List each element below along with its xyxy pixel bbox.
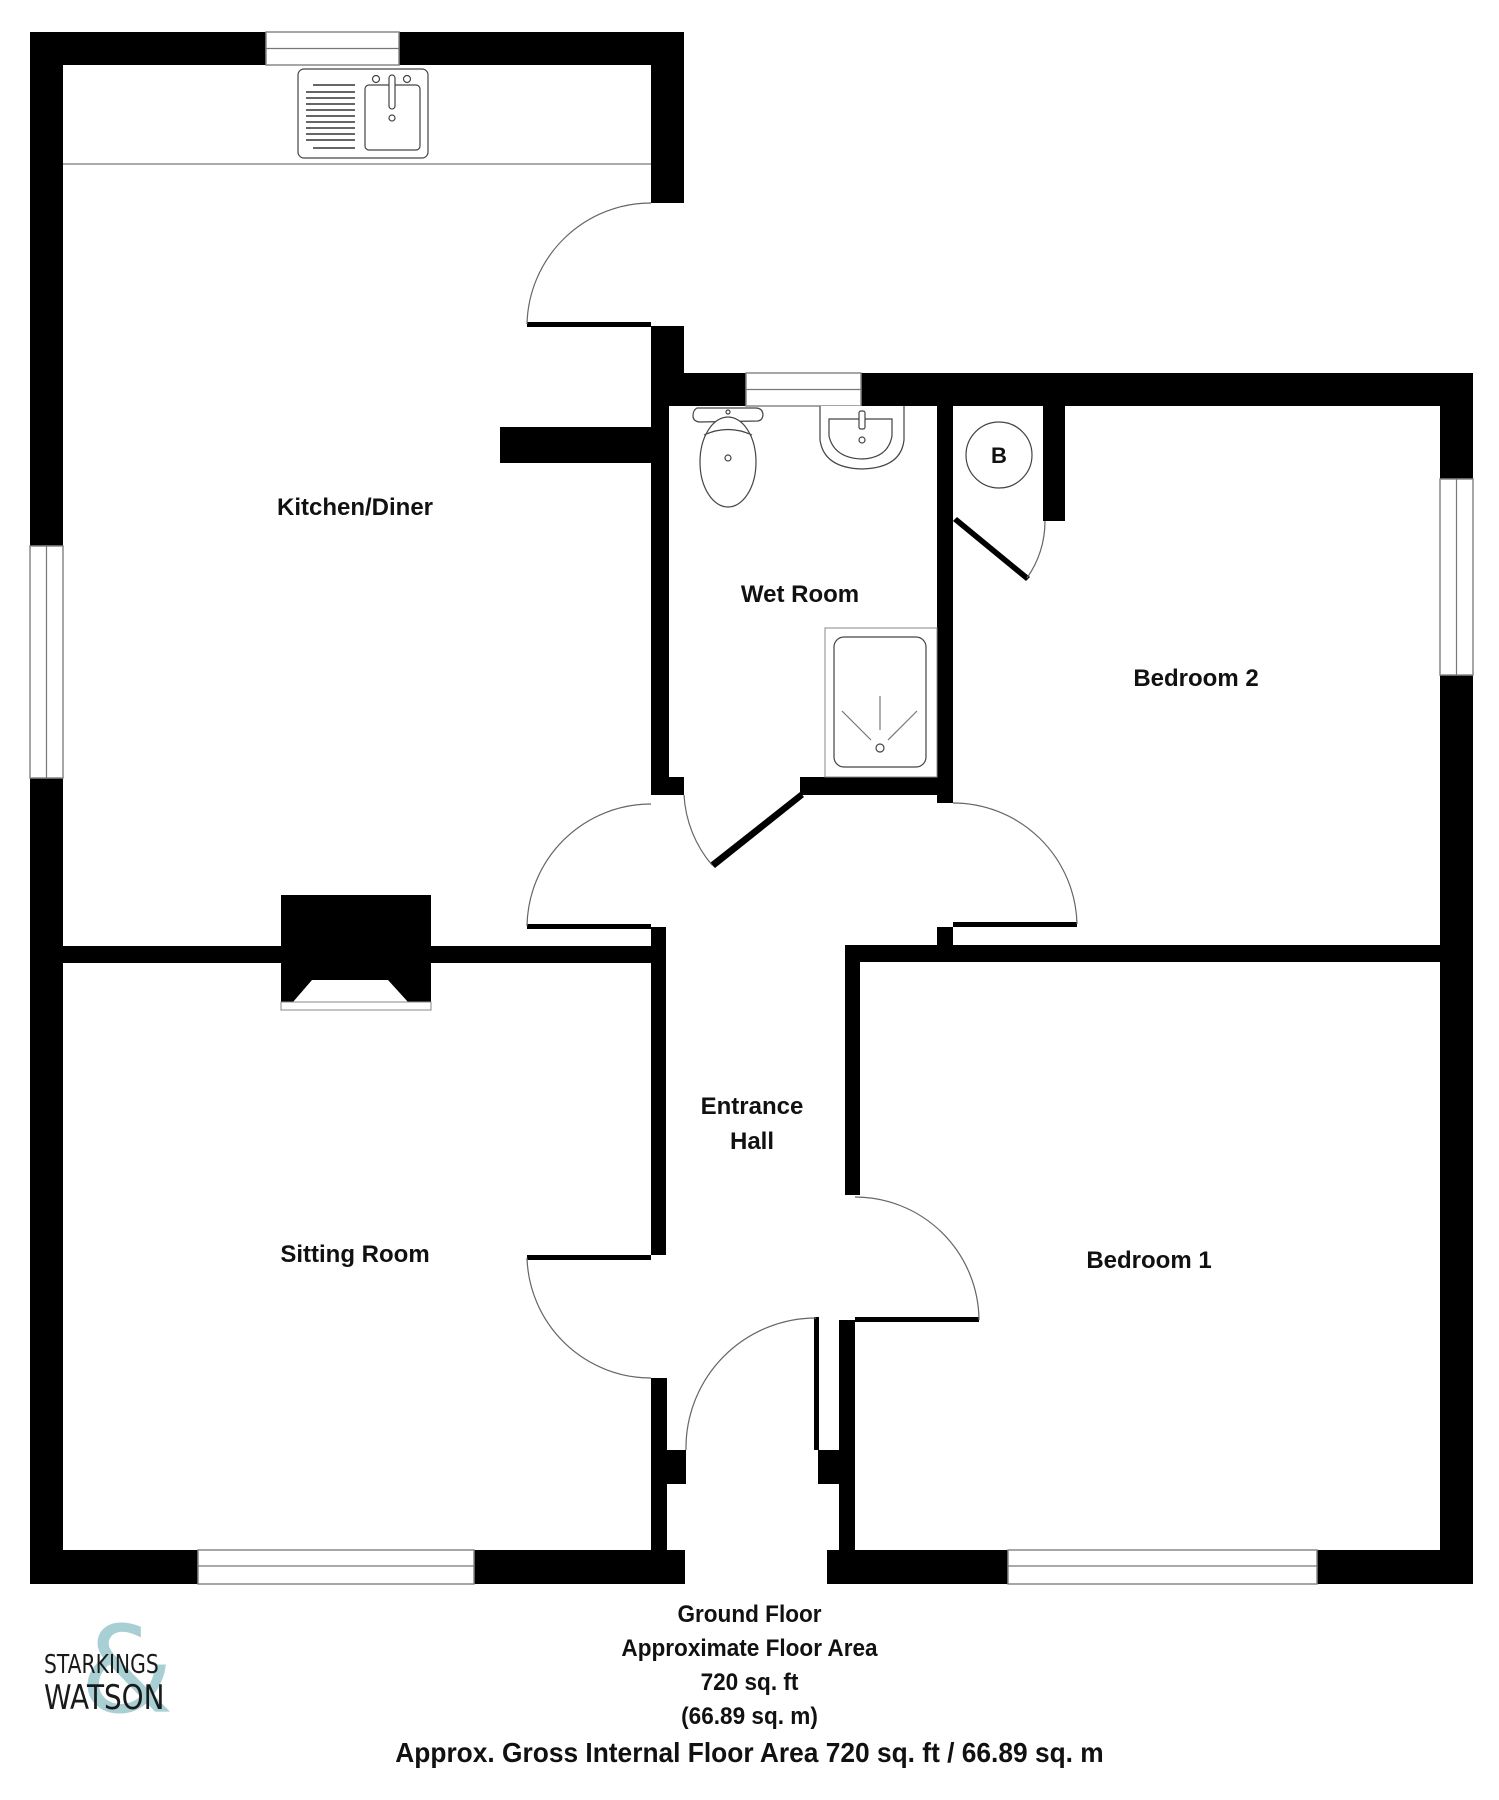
exterior-walls: [30, 32, 1473, 1584]
floor-area-summary: Ground Floor Approximate Floor Area 720 …: [0, 1598, 1499, 1772]
room-label-bedroom-2: Bedroom 2: [1133, 665, 1258, 692]
sitting-room-window: [197, 1549, 475, 1585]
room-label-sitting-room: Sitting Room: [280, 1241, 429, 1268]
floor-name: Ground Floor: [677, 1601, 822, 1628]
kitchen-window-top: [265, 31, 400, 66]
room-label-wet-room: Wet Room: [741, 581, 859, 608]
shower-tray-icon: [824, 627, 938, 778]
bedroom-2-window: [1439, 478, 1474, 676]
room-label-bedroom-1: Bedroom 1: [1086, 1247, 1211, 1274]
area-heading: Approximate Floor Area: [621, 1635, 878, 1662]
kitchen-window-left: [29, 545, 64, 779]
boiler-label: B: [991, 443, 1007, 468]
wet-room-door: [683, 792, 804, 868]
agent-logo: & STARKINGS WATSON: [40, 1612, 190, 1750]
logo-line-1: STARKINGS: [44, 1650, 159, 1680]
kitchen-sink-icon: [297, 68, 429, 159]
bedroom-1-door: [854, 1196, 980, 1322]
room-labels: Kitchen/Diner Wet Room Bedroom 2 Entranc…: [277, 494, 1259, 1274]
bedroom-1-window: [1007, 1549, 1318, 1585]
wash-basin-icon: [819, 406, 905, 470]
chimney-breast: [280, 895, 432, 1011]
doors: [526, 202, 1078, 1451]
kitchen-back-door: [526, 202, 652, 327]
area-sqm: (66.89 sq. m): [681, 1703, 818, 1730]
front-door: [685, 1317, 819, 1451]
boiler-icon: B: [965, 421, 1033, 489]
logo-ampersand-icon: &: [80, 1602, 174, 1741]
kitchen-door: [526, 803, 652, 929]
toilet-icon: [692, 407, 764, 508]
wet-room-window: [745, 372, 862, 407]
logo-line-2: WATSON: [44, 1678, 165, 1718]
sitting-room-door: [526, 1255, 652, 1379]
bedroom-2-door: [952, 802, 1078, 927]
room-label-entrance-hall-line2: Hall: [730, 1128, 774, 1155]
room-label-entrance-hall-line1: Entrance: [701, 1093, 804, 1120]
floor-plan: B Kitchen/Diner Wet Room Bedroom 2 Entra…: [29, 31, 1474, 1585]
area-sqft: 720 sq. ft: [700, 1669, 799, 1696]
interior-walls: [30, 373, 1473, 1584]
gross-internal-area: Approx. Gross Internal Floor Area 720 sq…: [395, 1737, 1104, 1768]
boiler-cupboard-door: [953, 517, 1046, 581]
windows: [29, 31, 1474, 1585]
room-label-kitchen-diner: Kitchen/Diner: [277, 494, 433, 521]
